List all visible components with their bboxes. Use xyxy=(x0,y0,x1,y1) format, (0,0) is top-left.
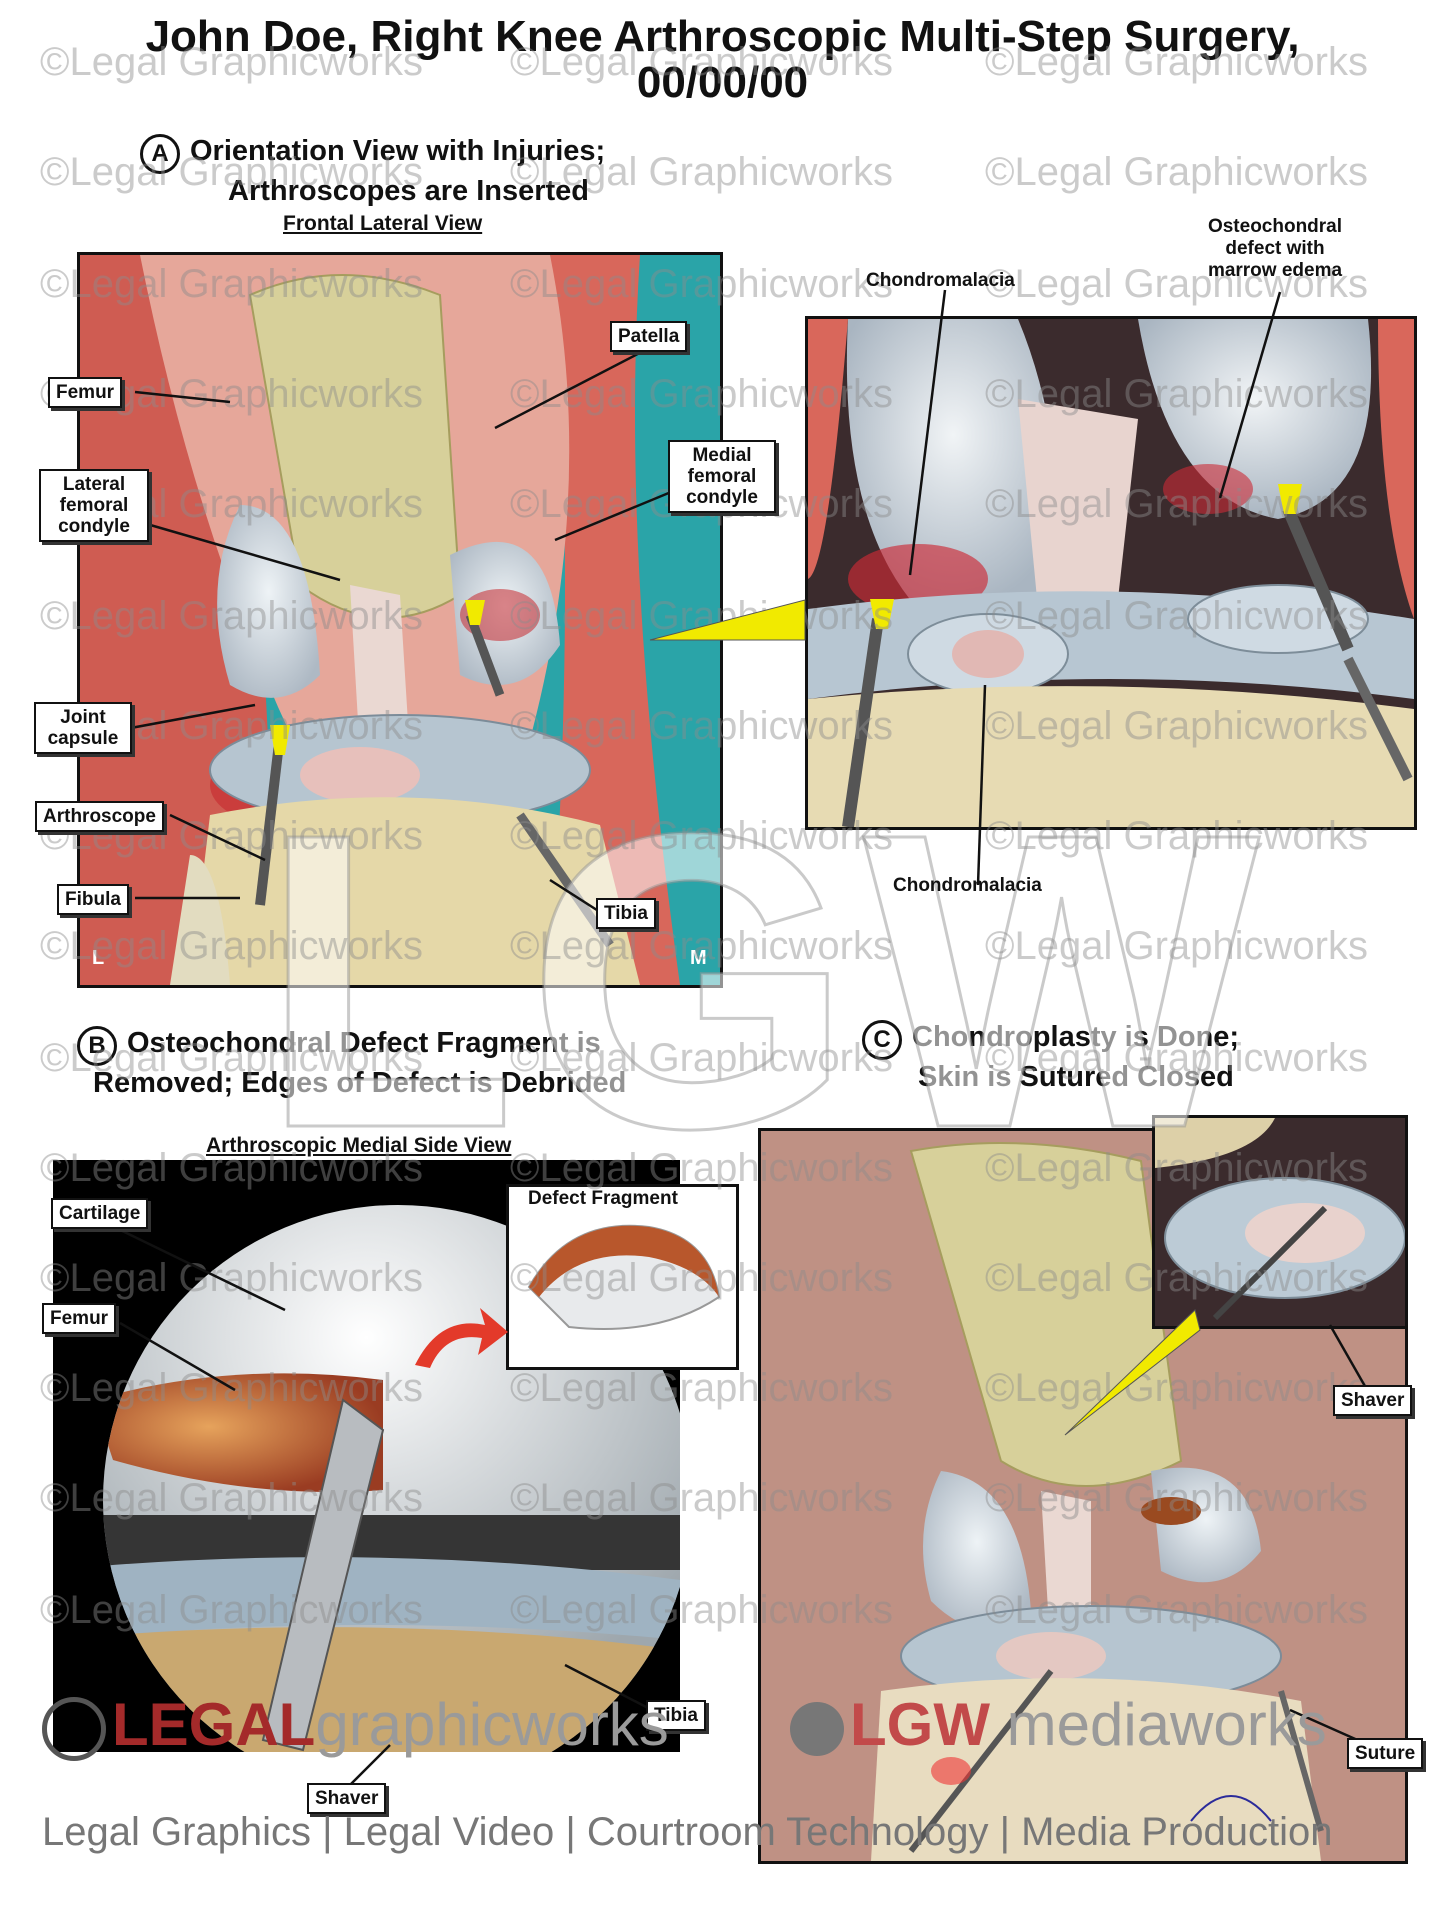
panel-a-knee-illustration: L M xyxy=(77,252,723,988)
label-femur-b: Femur xyxy=(42,1303,117,1334)
panel-a-svg xyxy=(80,255,720,985)
label-tibia-b: Tibia xyxy=(646,1700,706,1731)
defect-fragment-svg xyxy=(527,1224,721,1330)
watermark-27: ©Legal Graphicworks xyxy=(985,924,1368,968)
defect-fragment-inset xyxy=(506,1184,739,1370)
section-b-subheading: Arthroscopic Medial Side View xyxy=(206,1134,512,1157)
label-medial-femoral-condyle: Medial femoral condyle xyxy=(668,440,776,513)
section-a-subheading: Frontal Lateral View xyxy=(283,212,483,235)
logo-legal-text: LEGAL xyxy=(112,1691,316,1758)
label-suture: Suture xyxy=(1347,1738,1424,1769)
section-a-heading-line1: Orientation View with Injuries; xyxy=(190,135,606,167)
panel-a-corner-right: M xyxy=(690,947,707,969)
label-osteochondral-defect: Osteochondral defect with marrow edema xyxy=(1207,216,1343,281)
label-patella: Patella xyxy=(610,321,688,352)
label-femur-a: Femur xyxy=(48,377,123,408)
section-a-heading: A Orientation View with Injuries; Arthros… xyxy=(140,134,605,208)
footer-tagline: Legal Graphics | Legal Video | Courtroom… xyxy=(42,1810,1333,1854)
play-icon xyxy=(790,1702,844,1757)
label-shaver-b: Shaver xyxy=(307,1783,387,1814)
label-chondromalacia-bottom: Chondromalacia xyxy=(893,875,1042,896)
label-tibia-a: Tibia xyxy=(596,898,656,929)
red-arrow-icon xyxy=(415,1308,508,1368)
section-c-heading-line1: Chondroplasty is Done; xyxy=(912,1021,1240,1053)
label-arthroscope: Arthroscope xyxy=(35,801,164,832)
label-fibula: Fibula xyxy=(57,884,129,915)
section-c-heading: C Chondroplasty is Done; Skin is Sutured … xyxy=(862,1020,1239,1094)
watermark-6: ©Legal Graphicworks xyxy=(985,150,1368,194)
magnifier-icon xyxy=(42,1697,106,1762)
section-a-letter: A xyxy=(140,134,180,174)
page-title: John Doe, Right Knee Arthroscopic Multi-… xyxy=(0,14,1445,106)
section-a-heading-line2: Arthroscopes are Inserted xyxy=(228,175,590,207)
panel-c-inset-illustration xyxy=(1152,1115,1408,1329)
section-b-letter: B xyxy=(77,1026,117,1066)
panel-a-inset-svg xyxy=(808,319,1414,827)
panel-a-inset-illustration xyxy=(805,316,1417,830)
label-chondromalacia-top: Chondromalacia xyxy=(866,270,1015,291)
lgw-mediaworks-logo: LGW mediaworks xyxy=(790,1690,1327,1759)
label-joint-capsule: Joint capsule xyxy=(34,702,132,754)
label-cartilage: Cartilage xyxy=(51,1198,149,1229)
logo-mediaworks-text: mediaworks xyxy=(1006,1691,1327,1758)
logo-graphicworks-text: graphicworks xyxy=(315,1691,669,1758)
panel-c-inset-svg xyxy=(1155,1118,1405,1326)
title-line-2: 00/00/00 xyxy=(636,58,809,107)
section-c-heading-line2: Skin is Sutured Closed xyxy=(918,1061,1234,1093)
label-lateral-femoral-condyle: Lateral femoral condyle xyxy=(39,469,149,542)
panel-a-corner-left: L xyxy=(92,947,105,969)
section-b-heading: B Osteochondral Defect Fragment is Remove… xyxy=(77,1026,626,1100)
section-b-heading-line2: Removed; Edges of Defect is Debrided xyxy=(93,1067,627,1099)
section-c-letter: C xyxy=(862,1020,902,1060)
legal-graphicworks-logo: LEGALgraphicworks xyxy=(42,1690,669,1762)
label-shaver-c: Shaver xyxy=(1333,1385,1413,1416)
label-defect-fragment: Defect Fragment xyxy=(528,1188,678,1209)
title-line-1: John Doe, Right Knee Arthroscopic Multi-… xyxy=(145,12,1300,61)
logo-lgw-text: LGW xyxy=(850,1691,990,1758)
section-b-heading-line1: Osteochondral Defect Fragment is xyxy=(127,1027,601,1059)
